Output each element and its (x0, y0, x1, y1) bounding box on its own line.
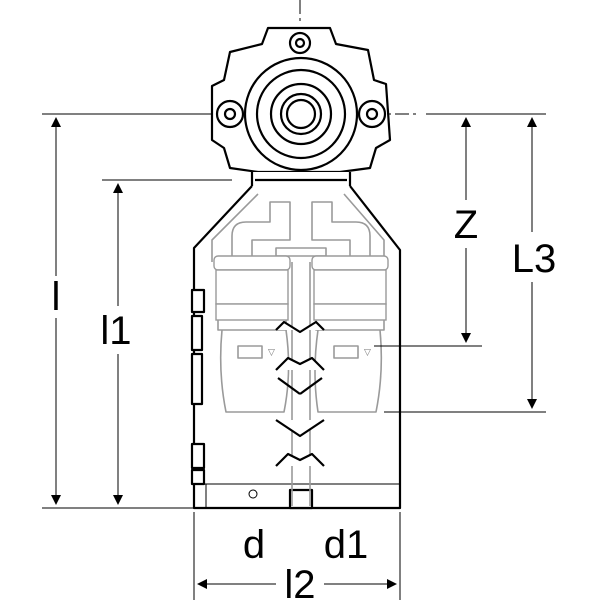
label-d: d (243, 523, 265, 567)
label-d1: d1 (324, 523, 369, 567)
label-l: l (52, 275, 61, 319)
label-l1: l1 (100, 309, 131, 353)
internal-pipes: ▽ ▽ (211, 193, 389, 506)
dimension-l2 (193, 512, 401, 600)
dimension-l1 (102, 179, 232, 505)
label-z: Z (454, 203, 478, 247)
holding-clips (275, 320, 325, 467)
dimension-l3 (384, 117, 546, 413)
svg-text:▽: ▽ (364, 348, 371, 358)
label-l3: L3 (512, 237, 557, 281)
wall-disc-fitting (210, 26, 392, 174)
label-l2: l2 (284, 563, 315, 600)
dimension-l (42, 113, 212, 509)
dimension-z (374, 113, 546, 347)
svg-text:▽: ▽ (268, 348, 275, 358)
